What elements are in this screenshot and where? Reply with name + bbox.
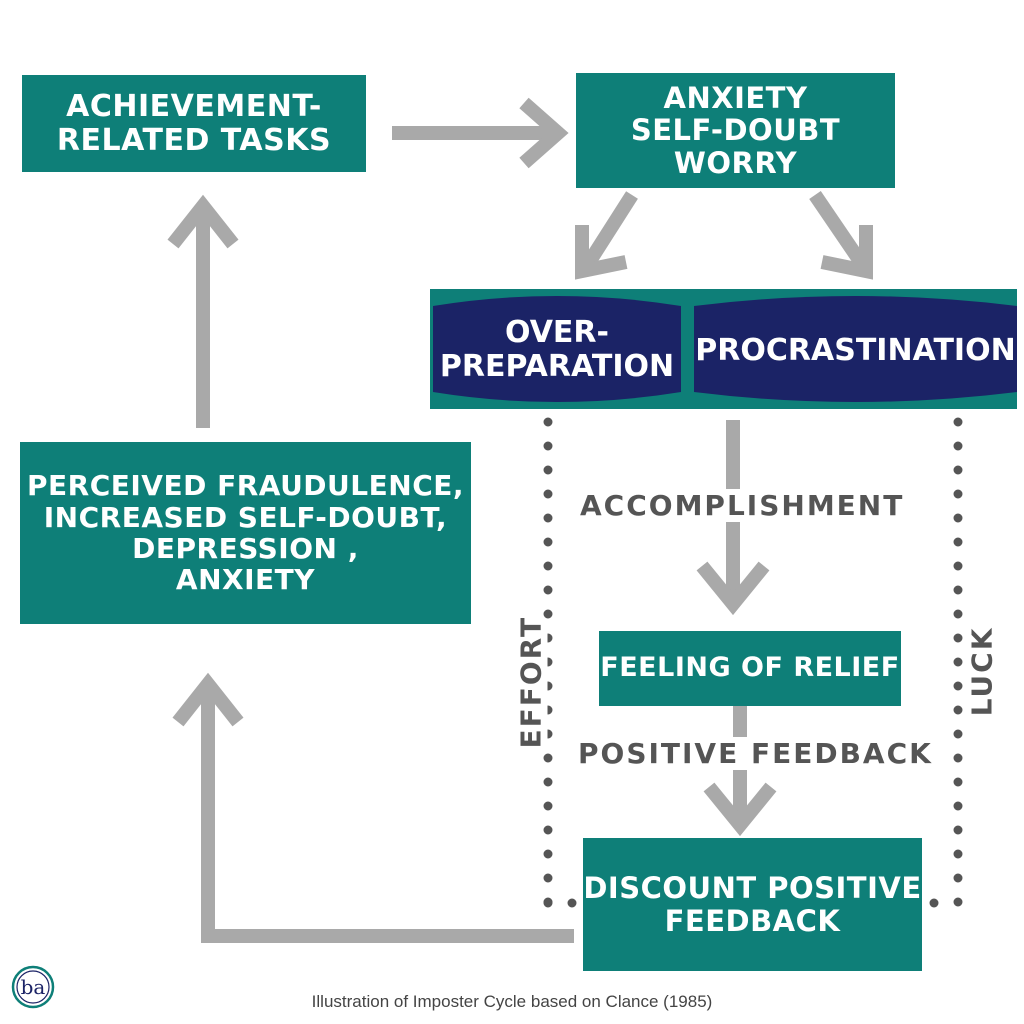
overprep-shape (433, 296, 681, 402)
anxiety-line-1: ANXIETY (663, 80, 808, 115)
arrow-anxiety-to-procrastination (809, 191, 868, 268)
tasks-line-1: ACHIEVEMENT- (66, 88, 322, 124)
fraudulence-line-4: ANXIETY (175, 563, 316, 597)
arrow-anxiety-to-overprep (582, 191, 638, 268)
anxiety-line-3: WORRY (673, 145, 798, 180)
overprep-line-2: PREPARATION (439, 348, 675, 384)
overprep-label: OVER- PREPARATION (433, 316, 681, 383)
discount-feedback-box: DISCOUNT POSITIVE FEEDBACK (583, 838, 922, 971)
arrowhead-discount-to-fraudulence (172, 672, 244, 727)
arrow-discount-to-fraudulence (201, 690, 574, 943)
discount-line-1: DISCOUNT POSITIVE (583, 871, 922, 906)
effort-label: EFFORT (514, 615, 548, 749)
fraudulence-line-3: DEPRESSION , (132, 532, 359, 565)
feeling-of-relief-box: FEELING OF RELIEF (599, 631, 901, 706)
arrowhead-to-discount (703, 782, 777, 837)
arrowhead-anxiety-to-overprep (575, 225, 628, 280)
accomplishment-label: ACCOMPLISHMENT (578, 489, 907, 522)
procrastination-shape (694, 296, 1017, 402)
relief-line-1: FEELING OF RELIEF (600, 652, 900, 684)
positive-feedback-label: POSITIVE FEEDBACK (576, 737, 935, 770)
anxiety-box: ANXIETY SELF-DOUBT WORRY (576, 73, 895, 188)
fraudulence-line-1: PERCEIVED FRAUDULENCE, (26, 469, 464, 503)
arrowhead-tasks-to-anxiety (519, 97, 569, 169)
anxiety-line-2: SELF-DOUBT (630, 113, 841, 148)
arrowhead-to-relief (696, 561, 770, 616)
achievement-tasks-box: ACHIEVEMENT- RELATED TASKS (22, 75, 366, 172)
logo-letters: ba (21, 975, 46, 999)
luck-label: LUCK (965, 621, 999, 722)
arrowhead-fraudulence-to-tasks (167, 194, 239, 249)
tasks-line-2: RELATED TASKS (56, 122, 332, 158)
ba-logo: ba (11, 965, 55, 1009)
fraudulence-box: PERCEIVED FRAUDULENCE, INCREASED SELF-DO… (20, 442, 471, 624)
discount-line-2: FEEDBACK (664, 903, 841, 938)
procrastination-label: PROCRASTINATION (694, 334, 1017, 368)
overprep-line-1: OVER- (505, 315, 609, 350)
figure-caption: Illustration of Imposter Cycle based on … (311, 992, 713, 1011)
arrowhead-anxiety-to-procrastination (820, 225, 873, 280)
procrastination-line-1: PROCRASTINATION (695, 333, 1016, 368)
fraudulence-line-2: INCREASED SELF-DOUBT, (43, 500, 448, 534)
